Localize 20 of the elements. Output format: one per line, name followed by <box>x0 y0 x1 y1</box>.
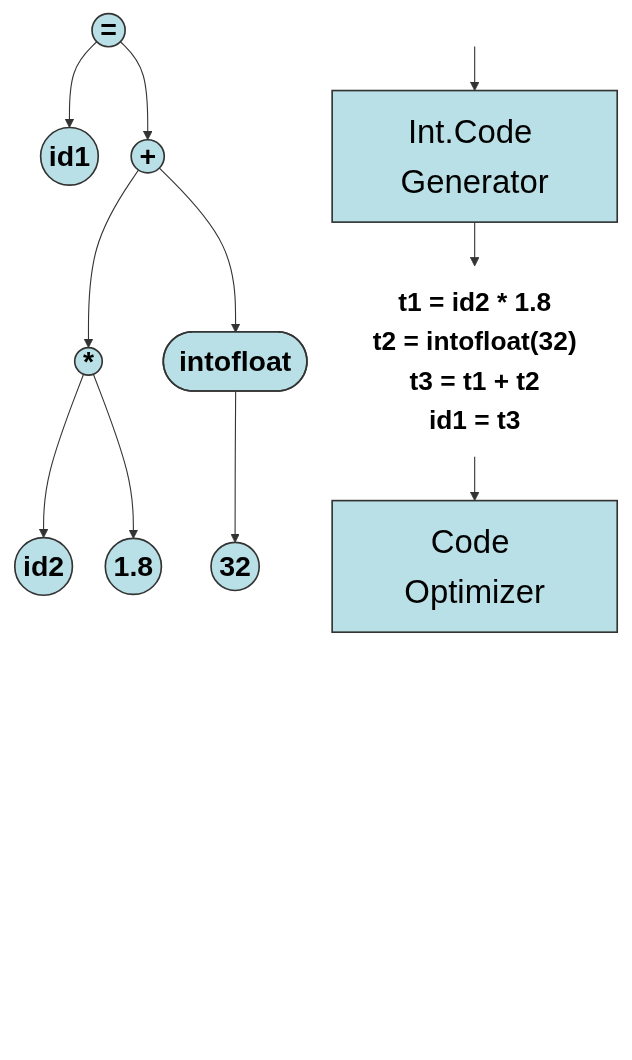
node-circle: = <box>91 12 126 48</box>
node-box: Code Optimizer <box>331 499 619 633</box>
node-circle: + <box>130 138 166 174</box>
arrow <box>64 41 98 128</box>
arrow <box>119 41 153 141</box>
arrow <box>38 373 85 538</box>
node-circle: id2 <box>13 536 74 597</box>
node-circle: id1 <box>39 126 100 186</box>
arrow <box>469 221 480 267</box>
arrow <box>230 390 240 543</box>
node-box: Int.Code Generator <box>331 89 619 223</box>
arrow <box>92 373 139 539</box>
node-circle: 1.8 <box>104 537 163 596</box>
node-circle: 32 <box>210 541 260 592</box>
arrow <box>469 46 480 91</box>
arrow <box>83 169 139 349</box>
node-circle: * <box>73 346 104 376</box>
arrow <box>469 456 480 502</box>
arrow <box>158 167 241 333</box>
node-text: t1 = id2 * 1.8 t2 = intofloat(32) t3 = t1 + t2 id1 = t3 <box>372 286 577 435</box>
